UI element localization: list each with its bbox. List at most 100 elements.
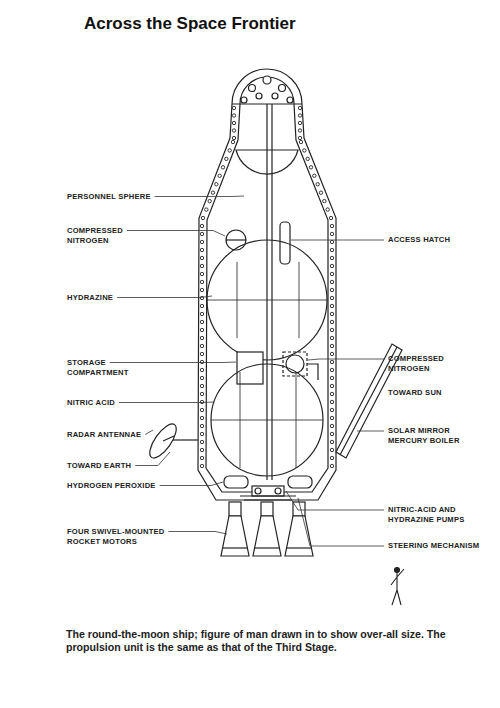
- rivet: [330, 376, 333, 379]
- rivet: [200, 312, 203, 315]
- leader-line: [357, 431, 384, 432]
- rivet: [225, 157, 228, 160]
- peroxide-tank: [288, 476, 312, 488]
- rivet: [200, 448, 203, 451]
- caption: The round-the-moon ship; figure of man d…: [66, 628, 458, 654]
- rivet: [200, 408, 203, 411]
- nitric-acid-sphere: [211, 364, 323, 476]
- hull-inner: [206, 104, 328, 492]
- part-label: TOWARD SUN: [388, 388, 442, 398]
- rivet: [330, 224, 333, 227]
- rivet: [200, 328, 203, 331]
- rivet: [298, 129, 301, 132]
- leader-line: [127, 231, 225, 237]
- radar-dish: [145, 420, 181, 462]
- rivet: [323, 199, 326, 202]
- rivet: [200, 440, 203, 443]
- rivet: [330, 352, 333, 355]
- rivet: [200, 336, 203, 339]
- rivet: [299, 140, 302, 143]
- rivet: [200, 224, 203, 227]
- leader-line: [145, 430, 153, 435]
- part-label: NITRIC ACID: [67, 398, 115, 408]
- rivet: [200, 256, 203, 259]
- rivet: [330, 304, 333, 307]
- rivet: [330, 272, 333, 275]
- rivet: [330, 432, 333, 435]
- rivet: [298, 106, 301, 109]
- tank-brace: [207, 300, 327, 301]
- rivet: [232, 136, 235, 139]
- rivet: [200, 368, 203, 371]
- title: Across the Space Frontier: [84, 14, 296, 34]
- rivet: [200, 280, 203, 283]
- rivet: [200, 232, 203, 235]
- rivet: [200, 360, 203, 363]
- part-label: NITRIC-ACID AND HYDRAZINE PUMPS: [388, 505, 488, 524]
- rivet: [200, 376, 203, 379]
- rivet: [303, 149, 306, 152]
- rivet: [200, 248, 203, 251]
- leader-line: [291, 240, 384, 241]
- peroxide-tank: [224, 476, 248, 488]
- rivet: [330, 464, 333, 467]
- leader-line: [160, 482, 223, 486]
- leader-lines: [110, 196, 384, 546]
- nitrogen-box: [283, 352, 307, 376]
- tank-brace: [211, 420, 323, 421]
- rivet: [205, 208, 208, 211]
- hydrazine-sphere: [207, 240, 327, 360]
- steering-mechanism: [240, 496, 296, 500]
- rivet: [232, 114, 235, 117]
- part-label: SOLAR MIRROR MERCURY BOILER: [388, 426, 468, 445]
- rivet: [330, 240, 333, 243]
- rivet: [330, 360, 333, 363]
- rivet: [218, 174, 221, 177]
- rivet: [306, 157, 309, 160]
- rivet: [319, 191, 322, 194]
- rivet: [330, 440, 333, 443]
- rivet: [200, 240, 203, 243]
- rivet: [200, 320, 203, 323]
- rivet: [200, 456, 203, 459]
- tank-brace: [240, 372, 241, 468]
- rivet: [330, 392, 333, 395]
- rivet: [232, 106, 235, 109]
- rivet: [316, 183, 319, 186]
- rivet: [200, 344, 203, 347]
- part-label: COMPRESSED NITROGEN: [67, 226, 139, 245]
- rivet: [228, 149, 231, 152]
- rivet: [200, 384, 203, 387]
- nose-dome-inner: [240, 77, 294, 104]
- nitrogen-sphere-line: [226, 239, 246, 240]
- tank-brace: [299, 262, 300, 338]
- part-label: HYDROGEN PEROXIDE: [67, 481, 156, 491]
- part-label: STORAGE COMPARTMENT: [67, 358, 157, 377]
- storage-compartment: [237, 352, 263, 384]
- central-tube: [271, 104, 272, 480]
- rivet: [330, 344, 333, 347]
- part-label: COMPRESSED NITROGEN: [388, 354, 460, 373]
- part-label: ACCESS HATCH: [388, 235, 450, 245]
- leader-line: [135, 452, 170, 466]
- leader-line: [286, 491, 384, 510]
- rivet: [330, 448, 333, 451]
- leader-line: [119, 402, 214, 404]
- nitrogen-sphere: [226, 230, 246, 250]
- antenna-mast: [172, 439, 198, 440]
- rivet: [330, 296, 333, 299]
- rivet: [221, 166, 224, 169]
- rivet: [313, 174, 316, 177]
- leader-line: [155, 196, 244, 198]
- pump: [275, 488, 281, 494]
- nose-dome: [232, 69, 302, 104]
- window-ports: [241, 76, 293, 103]
- radar-feed: [163, 436, 174, 441]
- rivet: [200, 432, 203, 435]
- rivet: [330, 232, 333, 235]
- rivet: [309, 166, 312, 169]
- leader-line: [117, 296, 212, 298]
- part-label: PERSONNEL SPHERE: [67, 192, 151, 202]
- rivet: [200, 304, 203, 307]
- rivet: [200, 464, 203, 467]
